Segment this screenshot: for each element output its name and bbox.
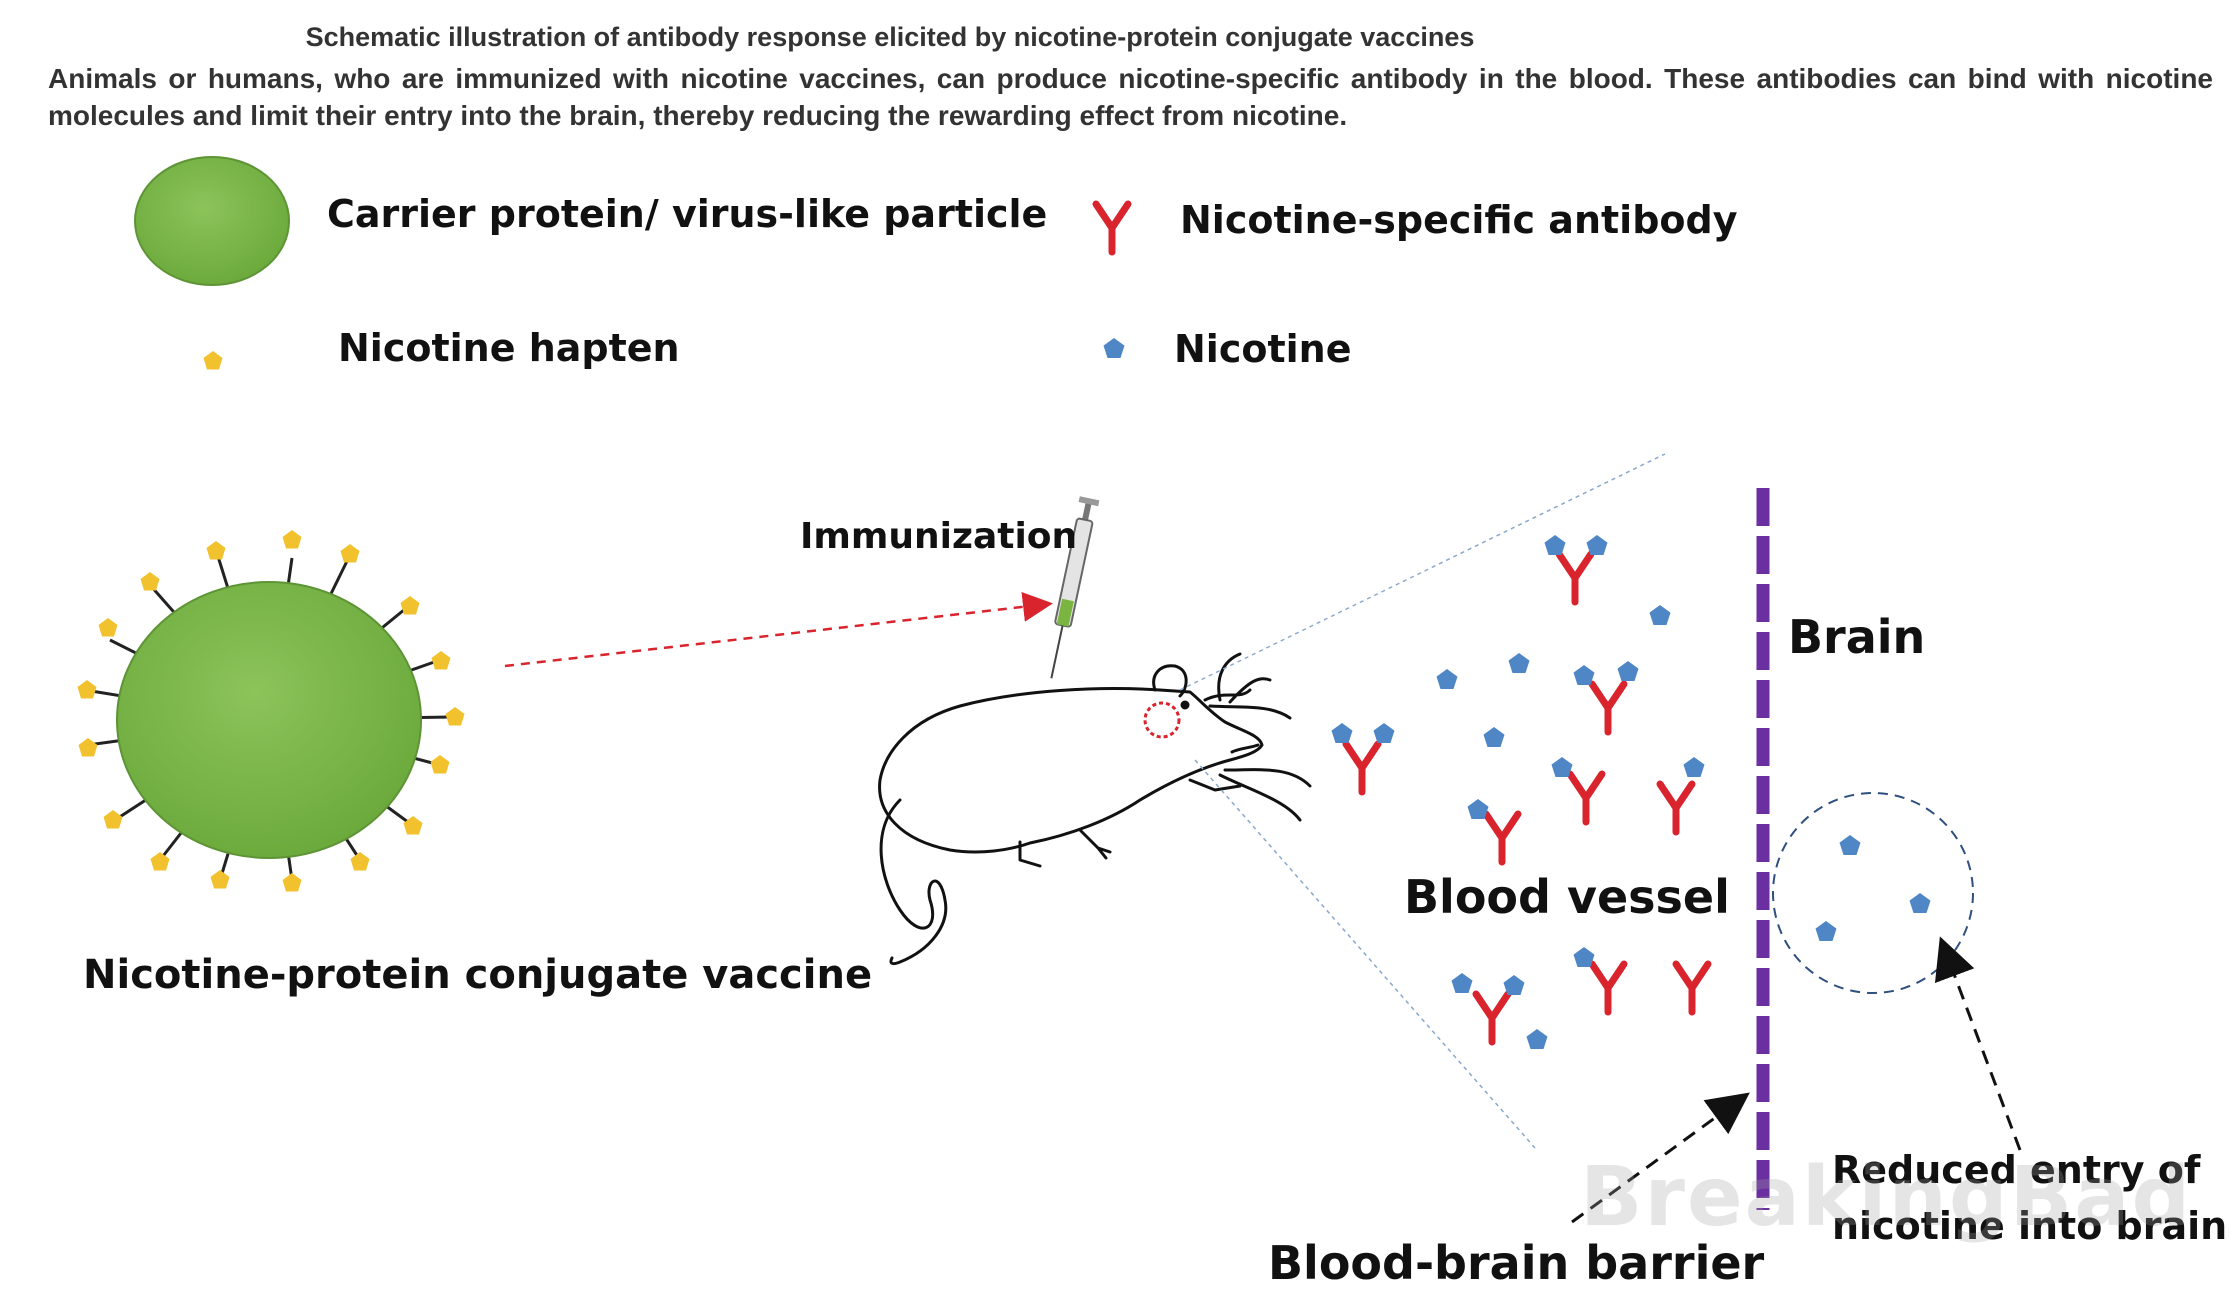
bbb-arrow bbox=[1571, 1092, 1750, 1224]
nicotine-label: Nicotine bbox=[1174, 327, 1352, 371]
nicotine-hapten-label: Nicotine hapten bbox=[338, 326, 680, 370]
brain-label: Brain bbox=[1788, 610, 1926, 664]
figure-caption: Animals or humans, who are immunized wit… bbox=[48, 63, 2213, 131]
injection-site-marker bbox=[1143, 701, 1181, 739]
vaccine-label: Nicotine-protein conjugate vaccine bbox=[83, 952, 873, 998]
figure-title: Schematic illustration of antibody respo… bbox=[305, 22, 1475, 52]
carrier-protein-legend-icon bbox=[134, 156, 290, 286]
zoom-line-top bbox=[1179, 453, 1666, 691]
antibody-label: Nicotine-specific antibody bbox=[1180, 198, 1738, 242]
brain-nicotine bbox=[1815, 835, 1931, 941]
immunization-arrow bbox=[504, 591, 1053, 668]
reduced-entry-arrow bbox=[1934, 936, 2022, 1151]
reduced-entry-label-line2: nicotine into brain bbox=[1832, 1204, 2228, 1248]
carrier-protein-label: Carrier protein/ virus-like particle bbox=[327, 192, 1048, 236]
nicotine-hapten-legend-icon bbox=[203, 351, 223, 370]
conjugate-vaccine-icon bbox=[77, 530, 465, 892]
antibody-nicotine-complexes bbox=[1331, 535, 1709, 1042]
reduced-entry-label-line1: Reduced entry of bbox=[1832, 1148, 2201, 1192]
nicotine-legend-icon bbox=[1103, 338, 1125, 358]
immunization-label: Immunization bbox=[800, 516, 1078, 557]
bbb-label: Blood-brain barrier bbox=[1268, 1236, 1765, 1290]
brain-region-circle bbox=[1772, 792, 1974, 994]
blood-vessel-label: Blood vessel bbox=[1404, 870, 1730, 924]
mouse-icon bbox=[878, 652, 1312, 966]
antibody-legend-icon bbox=[1096, 204, 1128, 252]
zoom-line-bottom bbox=[1194, 759, 1536, 1149]
watermark: BreakingBad bbox=[1580, 1150, 2193, 1245]
syringe-icon bbox=[1050, 496, 1100, 679]
